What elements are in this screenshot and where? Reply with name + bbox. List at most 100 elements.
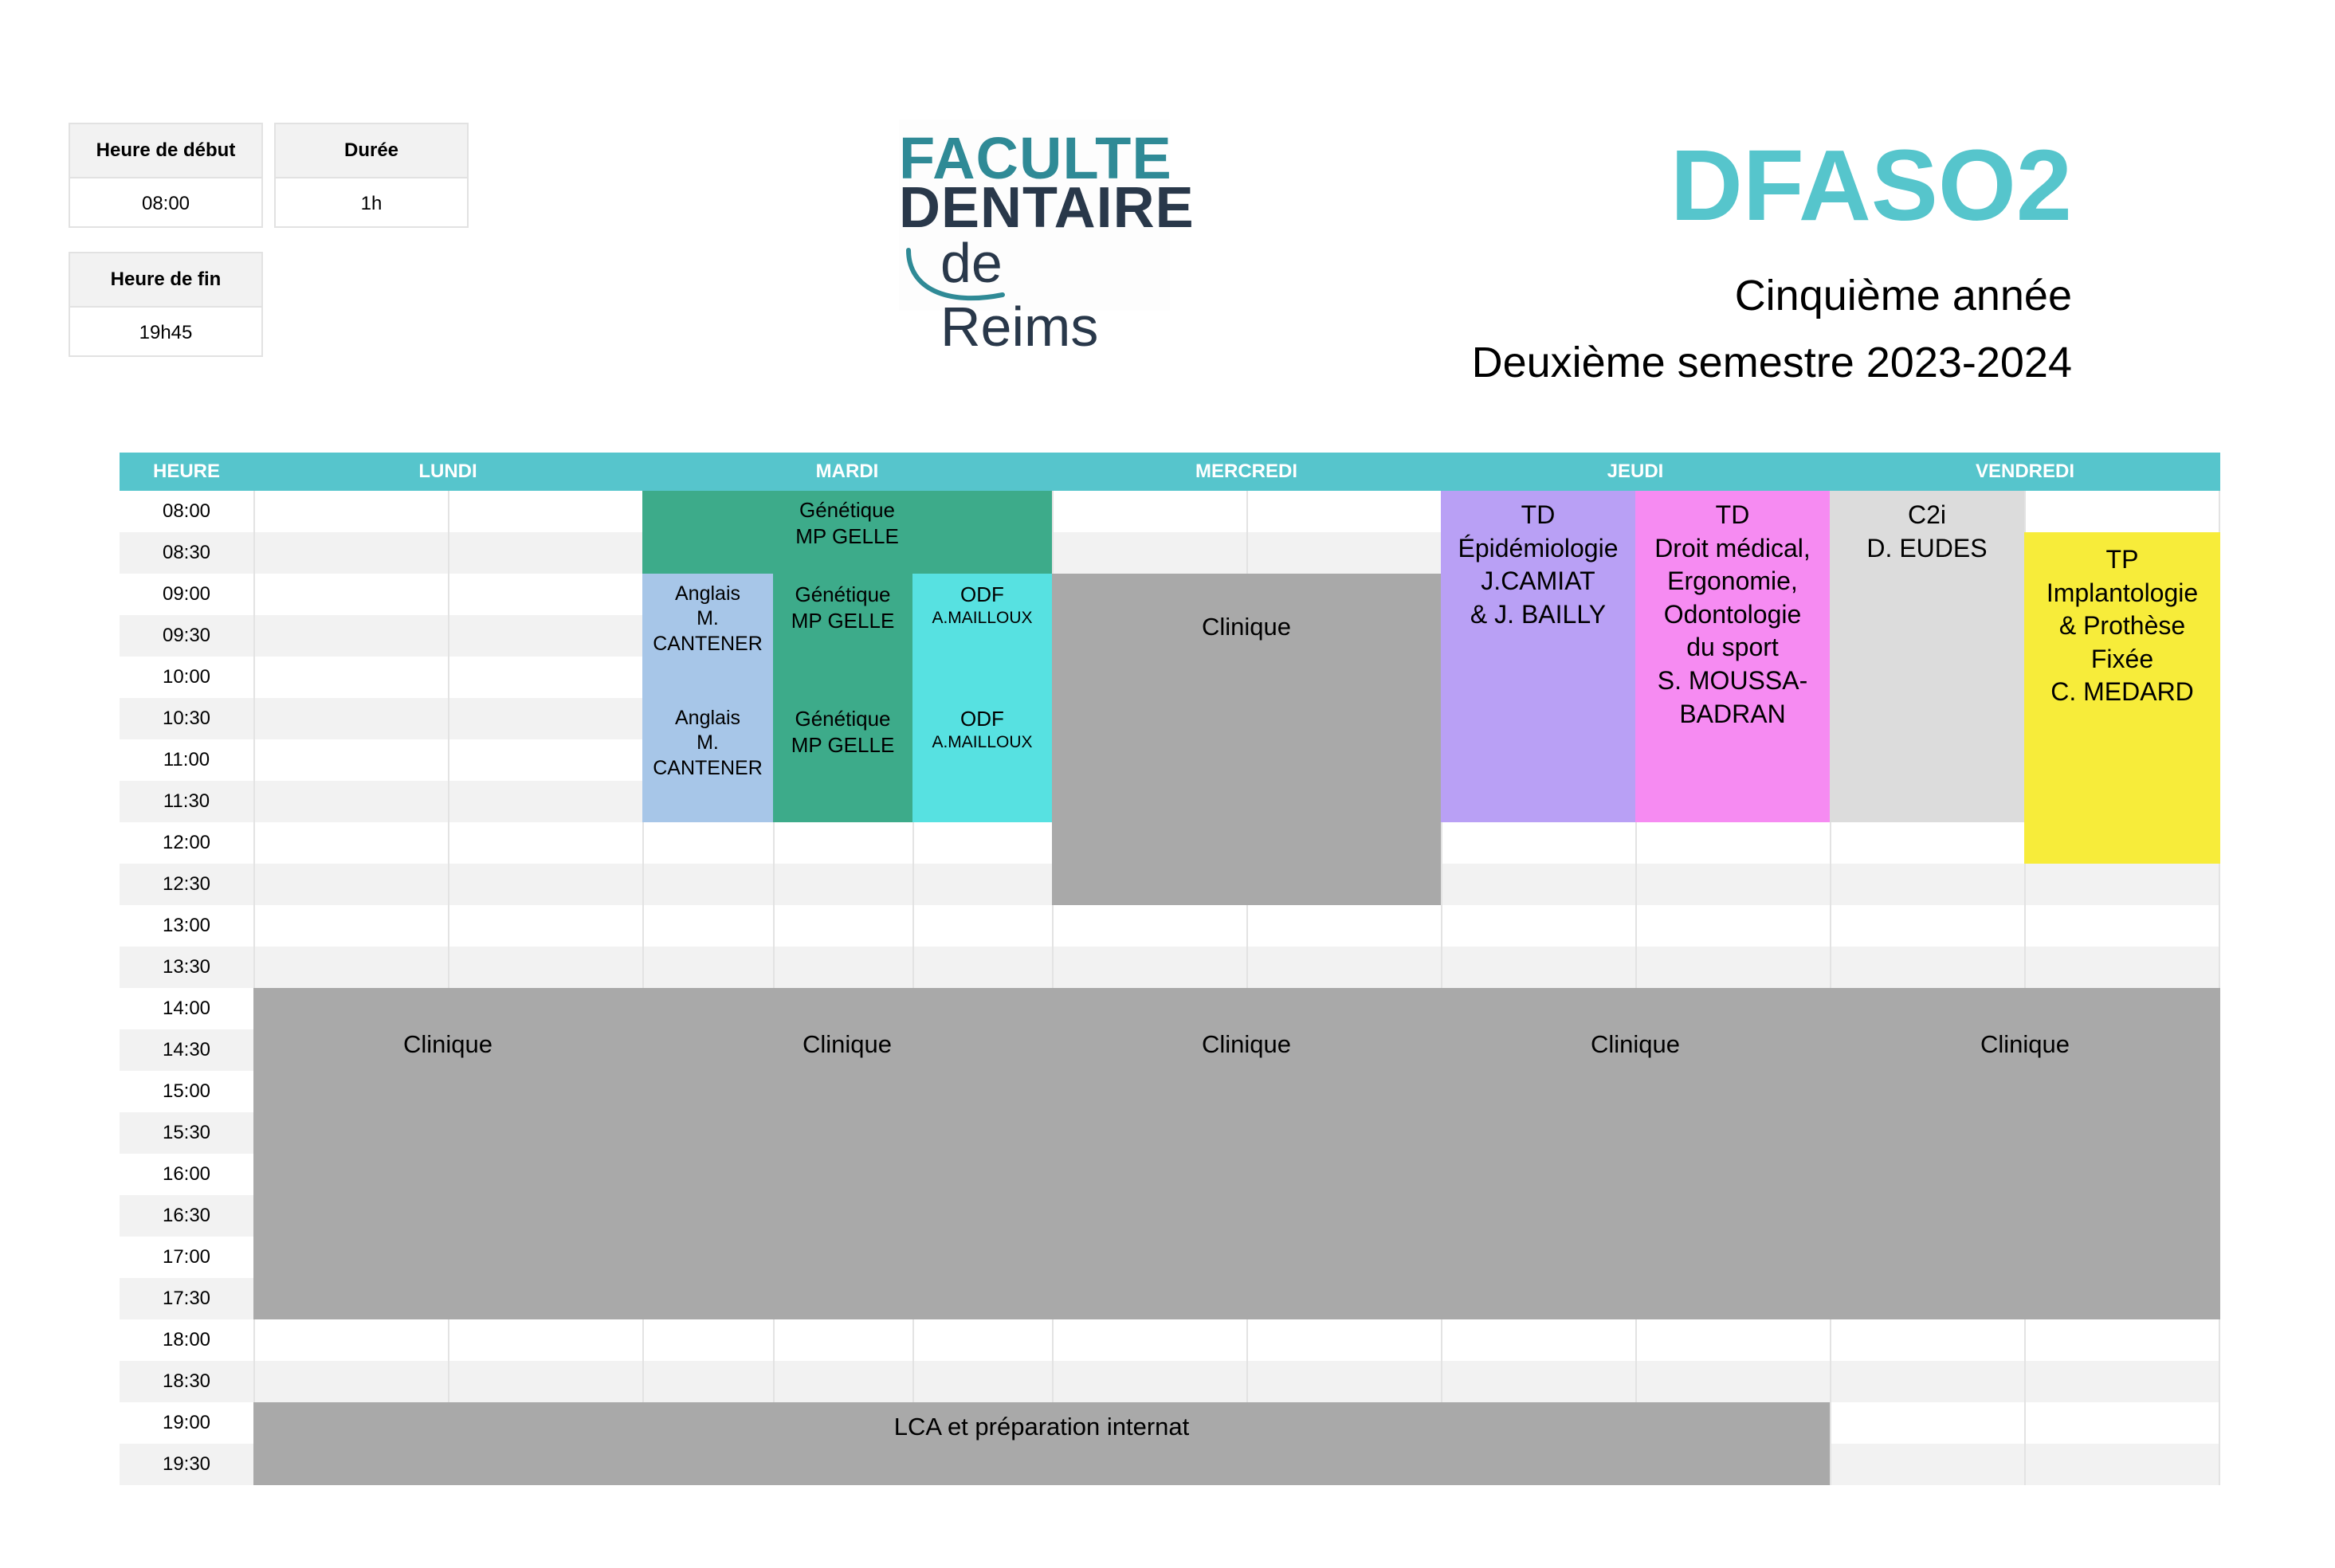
faculty-logo: FACULTE DENTAIRE de Reims	[899, 120, 1194, 358]
row-background	[253, 905, 2220, 947]
logo-line-1: FACULTE	[899, 125, 1172, 191]
event-line: & Prothèse	[2058, 611, 2186, 641]
event-line: MP GELLE	[795, 523, 899, 548]
event-label: Clinique	[1201, 613, 1291, 641]
event-lca-internat[interactable]: LCA et préparation internat	[253, 1402, 1830, 1485]
time-label: 11:00	[120, 739, 253, 781]
event-line: TD	[1521, 500, 1556, 529]
event-line: M.	[697, 731, 719, 755]
time-label: 16:00	[120, 1154, 253, 1195]
start-time-label: Heure de début	[70, 124, 261, 178]
time-label: 19:30	[120, 1444, 253, 1485]
time-label: 10:00	[120, 657, 253, 698]
row-background	[253, 947, 2220, 988]
row-background	[253, 1319, 2220, 1361]
row-background	[253, 1361, 2220, 1402]
event-tp-implantologie[interactable]: TP Implantologie & Prothèse Fixée C. MED…	[2024, 532, 2220, 864]
header-heure: HEURE	[120, 453, 253, 491]
end-time-label: Heure de fin	[70, 253, 261, 308]
event-line: Odontologie	[1663, 599, 1802, 629]
event-line: Fixée	[2090, 644, 2154, 673]
end-time-box: Heure de fin 19h45	[69, 252, 263, 357]
time-label: 14:30	[120, 1029, 253, 1071]
event-td-epidemiologie[interactable]: TD Épidémiologie J.CAMIAT & J. BAILLY	[1441, 491, 1635, 822]
event-line: M.	[697, 607, 719, 630]
event-line: C. MEDARD	[2050, 677, 2194, 707]
event-line: Anglais	[675, 582, 740, 605]
event-clinique-mercredi-matin[interactable]: Clinique	[1052, 574, 1441, 905]
time-label: 08:00	[120, 491, 253, 532]
header-vendredi: VENDREDI	[1830, 453, 2220, 491]
event-clinique-mercredi[interactable]: Clinique	[1052, 988, 1441, 1319]
time-label: 13:30	[120, 947, 253, 988]
event-odf-9h[interactable]: ODF A.MAILLOUX	[912, 574, 1052, 698]
timetable: HEURE LUNDI MARDI MERCREDI JEUDI VENDRED…	[120, 453, 2220, 1485]
event-genetique-9h[interactable]: Génétique MP GELLE	[773, 574, 912, 698]
event-genetique-1030[interactable]: Génétique MP GELLE	[773, 698, 912, 822]
logo-line-2: DENTAIRE	[899, 176, 1195, 240]
time-label: 17:30	[120, 1278, 253, 1319]
time-label: 12:00	[120, 822, 253, 864]
event-line: C2i	[1907, 500, 1946, 529]
event-line: TP	[2105, 545, 2139, 574]
event-clinique-jeudi[interactable]: Clinique	[1441, 988, 1830, 1319]
event-label: LCA et préparation internat	[893, 1413, 1190, 1441]
duration-label: Durée	[276, 124, 467, 178]
duration-box: Durée 1h	[274, 123, 469, 228]
duration-value: 1h	[360, 193, 383, 214]
time-label: 13:00	[120, 905, 253, 947]
time-label: 17:00	[120, 1237, 253, 1278]
event-label: Clinique	[402, 1030, 493, 1058]
time-label: 12:30	[120, 864, 253, 905]
event-line: Droit médical,	[1654, 533, 1811, 563]
event-teacher: A.MAILLOUX	[932, 608, 1033, 627]
time-label: 19:00	[120, 1402, 253, 1444]
header-lundi: LUNDI	[253, 453, 642, 491]
event-clinique-vendredi[interactable]: Clinique	[1830, 988, 2220, 1319]
logo-swoosh-icon	[906, 248, 1005, 301]
event-line: Génétique	[795, 707, 891, 731]
event-teacher: A.MAILLOUX	[932, 732, 1033, 751]
event-odf-1030[interactable]: ODF A.MAILLOUX	[912, 698, 1052, 822]
program-title: DFASO2	[1670, 129, 2072, 241]
start-time-box: Heure de début 08:00	[69, 123, 263, 228]
event-line: MP GELLE	[791, 608, 895, 633]
event-label: Clinique	[1980, 1030, 2070, 1058]
event-clinique-mardi[interactable]: Clinique	[642, 988, 1052, 1319]
event-td-droit-medical[interactable]: TD Droit médical, Ergonomie, Odontologie…	[1635, 491, 1830, 822]
event-label: Clinique	[1590, 1030, 1680, 1058]
event-line: Génétique	[795, 582, 891, 606]
event-line: Génétique	[799, 498, 895, 522]
event-clinique-lundi[interactable]: Clinique	[253, 988, 642, 1319]
event-title: ODF	[960, 707, 1004, 731]
time-label: 18:30	[120, 1361, 253, 1402]
event-label: Clinique	[1201, 1030, 1291, 1058]
event-line: CANTENER	[653, 756, 763, 779]
event-line: & J. BAILLY	[1470, 599, 1607, 629]
event-anglais-9h[interactable]: Anglais M. CANTENER	[642, 574, 773, 698]
event-line: D. EUDES	[1866, 533, 1988, 563]
event-line: CANTENER	[653, 632, 763, 655]
event-line: TD	[1715, 500, 1750, 529]
time-label: 11:30	[120, 781, 253, 822]
event-c2i[interactable]: C2i D. EUDES	[1830, 491, 2024, 822]
logo-line-3: de Reims	[940, 232, 1099, 358]
header-mardi: MARDI	[642, 453, 1052, 491]
time-label: 15:30	[120, 1112, 253, 1154]
time-label: 15:00	[120, 1071, 253, 1112]
event-title: ODF	[960, 582, 1004, 606]
event-genetique-mardi-morning[interactable]: Génétique MP GELLE	[642, 491, 1052, 574]
event-anglais-1030[interactable]: Anglais M. CANTENER	[642, 698, 773, 822]
event-line: J.CAMIAT	[1481, 566, 1595, 596]
time-label: 09:30	[120, 615, 253, 657]
time-label: 14:00	[120, 988, 253, 1029]
event-line: Épidémiologie	[1458, 533, 1619, 563]
header-jeudi: JEUDI	[1441, 453, 1830, 491]
event-line: BADRAN	[1679, 699, 1786, 728]
event-label: Clinique	[802, 1030, 892, 1058]
event-line: Ergonomie,	[1667, 566, 1798, 596]
time-label: 09:00	[120, 574, 253, 615]
event-line: S. MOUSSA-	[1657, 665, 1808, 695]
end-time-value: 19h45	[139, 322, 193, 343]
event-line: MP GELLE	[791, 732, 895, 757]
